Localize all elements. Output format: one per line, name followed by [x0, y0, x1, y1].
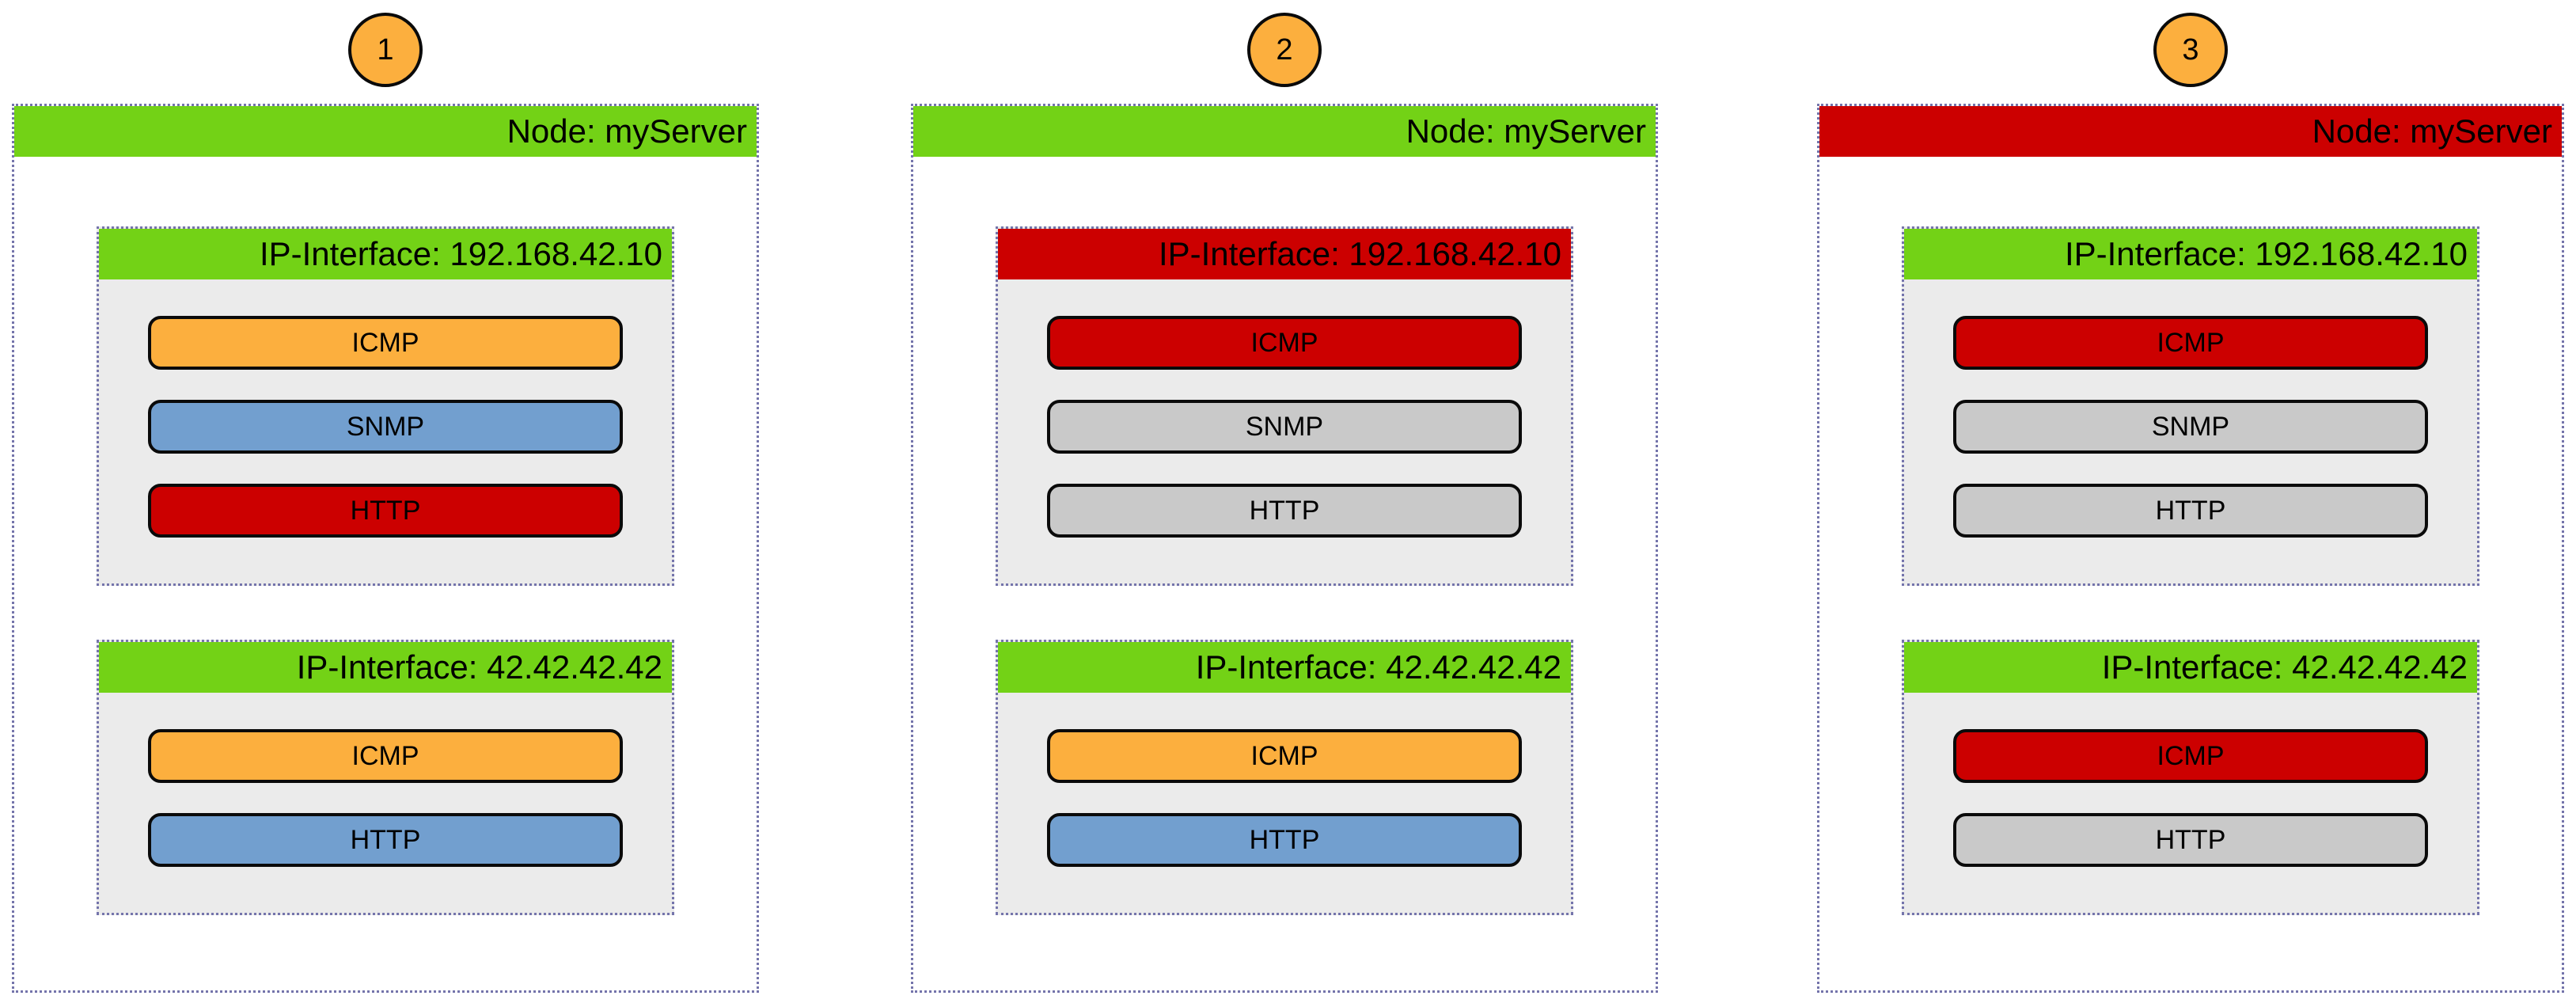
interface-header: IP-Interface: 192.168.42.10 — [998, 229, 1571, 279]
step-1-badge: 1 — [348, 13, 423, 87]
node-box: Node: myServer IP-Interface: 192.168.42.… — [911, 104, 1658, 993]
interface-header: IP-Interface: 192.168.42.10 — [1904, 229, 2477, 279]
node-header: Node: myServer — [913, 106, 1656, 157]
node-box: Node: myServer IP-Interface: 192.168.42.… — [1817, 104, 2564, 993]
service-list: ICMP SNMP HTTP — [998, 279, 1571, 583]
interface-header: IP-Interface: 42.42.42.42 — [1904, 642, 2477, 693]
interface-box: IP-Interface: 192.168.42.10 ICMP SNMP HT… — [97, 226, 674, 586]
service-list: ICMP SNMP HTTP — [1904, 279, 2477, 583]
service-badge-http: HTTP — [1047, 484, 1522, 538]
interface-box: IP-Interface: 192.168.42.10 ICMP SNMP HT… — [1902, 226, 2479, 586]
service-badge-snmp: SNMP — [1047, 400, 1522, 454]
interface-box: IP-Interface: 42.42.42.42 ICMP HTTP — [97, 640, 674, 915]
interface-box: IP-Interface: 42.42.42.42 ICMP HTTP — [996, 640, 1573, 915]
service-badge-http: HTTP — [1047, 813, 1522, 867]
service-badge-http: HTTP — [148, 484, 623, 538]
node-header: Node: myServer — [14, 106, 757, 157]
service-badge-icmp: ICMP — [1953, 729, 2428, 783]
step-2-badge: 2 — [1247, 13, 1322, 87]
step-number: 1 — [377, 32, 394, 66]
interface-header: IP-Interface: 42.42.42.42 — [99, 642, 672, 693]
interface-box: IP-Interface: 192.168.42.10 ICMP SNMP HT… — [996, 226, 1573, 586]
interface-box: IP-Interface: 42.42.42.42 ICMP HTTP — [1902, 640, 2479, 915]
node-header: Node: myServer — [1819, 106, 2562, 157]
panel-step-3: 3 Node: myServer IP-Interface: 192.168.4… — [1817, 0, 2564, 1007]
panel-step-1: 1 Node: myServer IP-Interface: 192.168.4… — [12, 0, 759, 1007]
service-list: ICMP HTTP — [99, 693, 672, 913]
step-3-badge: 3 — [2153, 13, 2228, 87]
step-number: 3 — [2182, 32, 2199, 66]
service-list: ICMP HTTP — [1904, 693, 2477, 913]
node-box: Node: myServer IP-Interface: 192.168.42.… — [12, 104, 759, 993]
service-badge-snmp: SNMP — [148, 400, 623, 454]
service-badge-icmp: ICMP — [1047, 316, 1522, 370]
service-badge-http: HTTP — [1953, 813, 2428, 867]
service-badge-snmp: SNMP — [1953, 400, 2428, 454]
service-badge-http: HTTP — [148, 813, 623, 867]
service-badge-icmp: ICMP — [148, 729, 623, 783]
service-list: ICMP SNMP HTTP — [99, 279, 672, 583]
service-badge-http: HTTP — [1953, 484, 2428, 538]
service-badge-icmp: ICMP — [1953, 316, 2428, 370]
step-number: 2 — [1276, 32, 1293, 66]
interface-header: IP-Interface: 192.168.42.10 — [99, 229, 672, 279]
service-badge-icmp: ICMP — [1047, 729, 1522, 783]
panel-step-2: 2 Node: myServer IP-Interface: 192.168.4… — [911, 0, 1658, 1007]
service-badge-icmp: ICMP — [148, 316, 623, 370]
service-list: ICMP HTTP — [998, 693, 1571, 913]
interface-header: IP-Interface: 42.42.42.42 — [998, 642, 1571, 693]
